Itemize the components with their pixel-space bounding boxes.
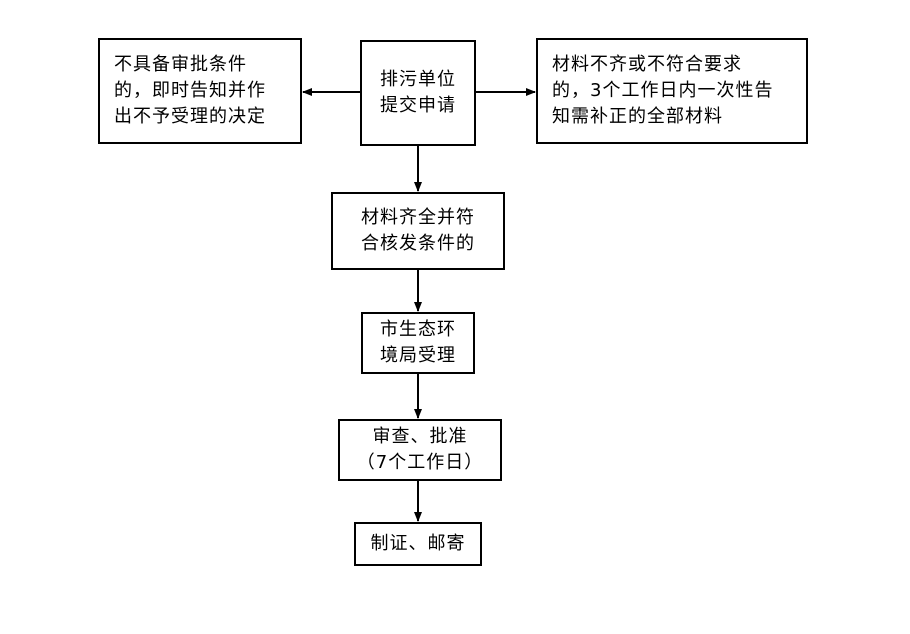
node-text-line: 材料齐全并符 bbox=[361, 207, 475, 228]
node-text-line: 知需补正的全部材料 bbox=[552, 106, 723, 127]
node-submit-application: 排污单位 提交申请 bbox=[360, 40, 476, 146]
node-reject-decision: 不具备审批条件 的，即时告知并作 出不予受理的决定 bbox=[98, 38, 302, 144]
node-text-line: 不具备审批条件 bbox=[114, 54, 247, 75]
node-text-line: 合核发条件的 bbox=[361, 233, 475, 254]
node-text-line: 的，3个工作日内一次性告 bbox=[552, 80, 774, 101]
node-text-line: 审查、批准 bbox=[372, 426, 468, 447]
node-materials-complete: 材料齐全并符 合核发条件的 bbox=[331, 192, 505, 270]
node-bureau-acceptance: 市生态环 境局受理 bbox=[361, 312, 475, 374]
node-review-approval: 审查、批准 （7个工作日） bbox=[338, 419, 502, 481]
node-text-line: 制证、邮寄 bbox=[370, 533, 466, 554]
node-text-line: 材料不齐或不符合要求 bbox=[552, 54, 742, 75]
node-text-line: （7个工作日） bbox=[356, 452, 484, 473]
node-issue-mail: 制证、邮寄 bbox=[354, 522, 482, 566]
node-text-line: 排污单位 bbox=[380, 69, 456, 90]
node-text-line: 出不予受理的决定 bbox=[114, 106, 266, 127]
node-supplement-notice: 材料不齐或不符合要求 的，3个工作日内一次性告 知需补正的全部材料 bbox=[536, 38, 808, 144]
node-text-line: 境局受理 bbox=[380, 345, 456, 366]
node-text-line: 提交申请 bbox=[380, 95, 456, 116]
node-text-line: 市生态环 bbox=[380, 319, 456, 340]
node-text-line: 的，即时告知并作 bbox=[114, 80, 266, 101]
